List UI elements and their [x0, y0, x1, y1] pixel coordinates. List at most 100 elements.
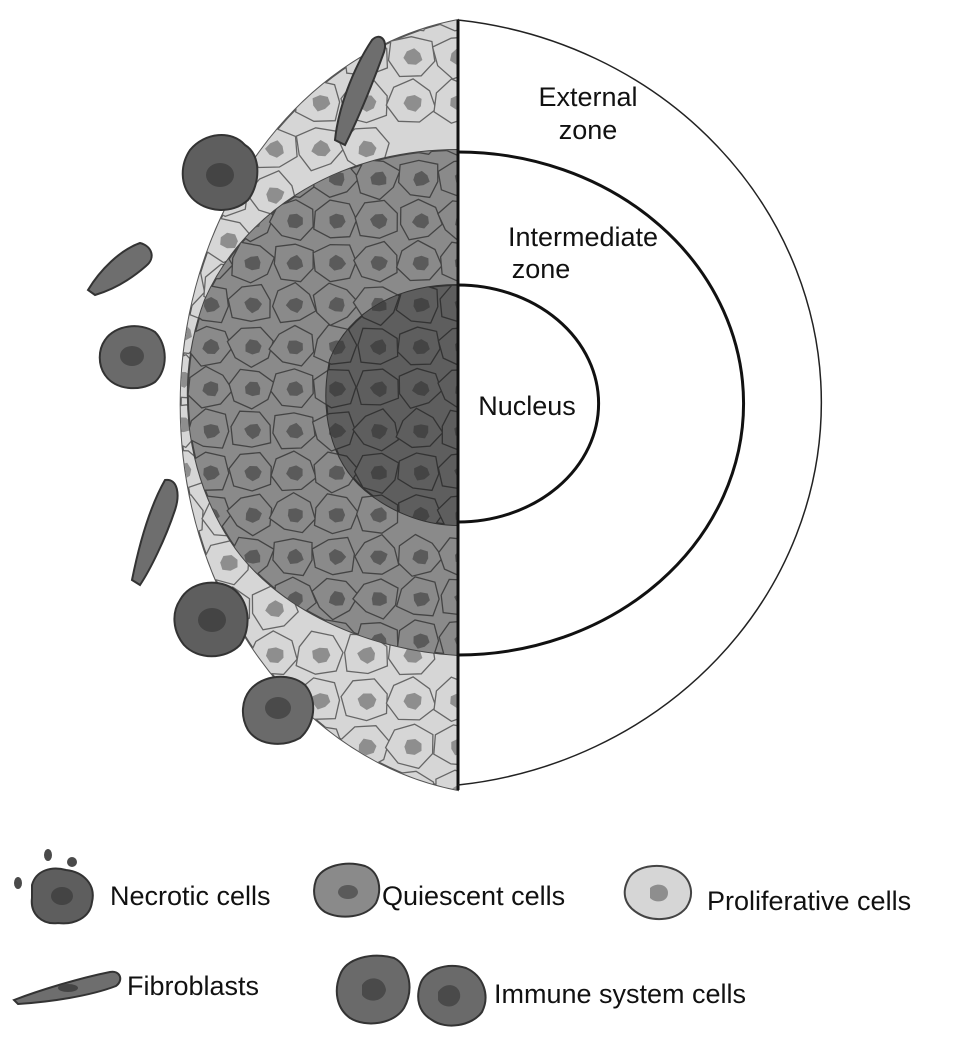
cell-nucleus	[412, 255, 429, 271]
cell-nucleus	[220, 555, 238, 571]
immune-cell	[242, 675, 315, 745]
cell-nucleus	[450, 48, 458, 65]
cell-nucleus	[328, 422, 347, 439]
cell-nucleus	[287, 508, 303, 523]
cell-nucleus	[244, 423, 261, 440]
cell-nucleus	[412, 213, 429, 229]
cell-nucleus	[312, 95, 331, 112]
fibroblast-cell	[86, 241, 153, 297]
cell	[112, 447, 159, 490]
intermediate-zone-label: Intermediate	[508, 222, 658, 252]
cell-nucleus	[450, 3, 468, 20]
cell-nucleus	[357, 785, 376, 790]
legend: Necrotic cells Quiescent cells Prolifera…	[12, 849, 911, 1027]
cell-nucleus	[370, 339, 387, 355]
cell	[437, 451, 458, 490]
cell-nucleus	[312, 647, 331, 664]
nucleus-ring	[457, 283, 601, 524]
cell	[110, 402, 161, 447]
legend-quiescent-label: Quiescent cells	[382, 881, 565, 911]
cell	[433, 676, 458, 723]
cell-nucleus	[245, 507, 262, 523]
cell-nucleus	[220, 693, 237, 709]
necrotic-cells-group	[326, 285, 458, 525]
cell-nucleus	[370, 507, 387, 523]
cell-nucleus	[357, 693, 377, 710]
external-zone-label-line2: zone	[559, 115, 618, 145]
cell	[246, 32, 298, 78]
cell-nucleus	[180, 554, 193, 572]
cell-nucleus	[412, 506, 430, 522]
cell-nucleus	[328, 465, 346, 480]
cell-nucleus	[329, 254, 347, 271]
cell	[338, 20, 390, 35]
cell-nucleus	[287, 213, 303, 229]
cell	[180, 541, 207, 587]
cell-nucleus	[413, 424, 429, 439]
cell-nucleus	[359, 3, 375, 18]
cell-nucleus	[203, 465, 220, 481]
legend-fibroblast-label: Fibroblasts	[127, 971, 259, 1001]
cell-nucleus	[244, 549, 261, 564]
zone-rings	[457, 19, 823, 786]
cell-nucleus	[266, 49, 284, 65]
cell-nucleus	[245, 381, 261, 397]
cell-nucleus	[245, 339, 262, 355]
legend-proliferative-icon	[623, 864, 693, 920]
intermediate-zone-label-line2: zone	[512, 254, 571, 284]
cell-nucleus	[266, 187, 285, 204]
cell-nucleus	[202, 338, 220, 354]
cell-nucleus	[449, 784, 458, 790]
cell	[436, 494, 458, 525]
cell-nucleus	[357, 646, 375, 664]
cell-nucleus	[413, 297, 430, 313]
cell-nucleus	[369, 381, 387, 398]
cell	[440, 578, 458, 616]
cell-nucleus	[403, 48, 423, 65]
cell	[439, 241, 458, 283]
cell-nucleus	[129, 279, 147, 296]
cell	[69, 402, 114, 446]
cell	[438, 619, 458, 655]
tumor-mass	[69, 3, 468, 792]
cell-nucleus	[180, 232, 192, 250]
cell	[201, 81, 253, 126]
cell-nucleus	[371, 424, 388, 440]
cell-nucleus	[358, 140, 377, 158]
cell-nucleus	[286, 254, 304, 270]
cell-nucleus	[370, 465, 387, 480]
cell	[433, 78, 458, 124]
nucleus-label: Nucleus	[478, 391, 576, 421]
cell-nucleus	[286, 381, 304, 396]
cell-nucleus	[358, 738, 377, 756]
cell-nucleus	[450, 693, 458, 709]
cell	[394, 150, 443, 156]
cell-nucleus	[329, 381, 346, 397]
cell-nucleus	[451, 738, 458, 756]
cell-nucleus	[412, 380, 430, 396]
cell-nucleus	[370, 550, 388, 566]
cell	[441, 409, 458, 452]
cell	[180, 262, 206, 308]
cell-nucleus	[414, 465, 430, 481]
cell-nucleus	[204, 297, 220, 313]
cell-nucleus	[266, 647, 284, 663]
cell-nucleus	[244, 466, 262, 482]
cell-nucleus	[328, 508, 346, 523]
cell-nucleus	[265, 600, 284, 617]
cell-nucleus	[244, 256, 261, 271]
necrotic-cell	[181, 133, 259, 211]
fibroblast-cell	[333, 35, 386, 147]
cell-nucleus	[180, 417, 192, 433]
legend-immune-label: Immune system cells	[494, 979, 746, 1009]
cell-nucleus	[286, 465, 303, 481]
cell-nucleus	[312, 693, 331, 710]
external-zone-ring	[457, 19, 823, 786]
cell-nucleus	[413, 633, 430, 649]
cell-nucleus	[370, 171, 387, 186]
legend-necrotic-label: Necrotic cells	[110, 881, 271, 911]
cell	[248, 80, 296, 124]
immune-cell	[98, 325, 166, 390]
cell-nucleus	[412, 549, 429, 565]
